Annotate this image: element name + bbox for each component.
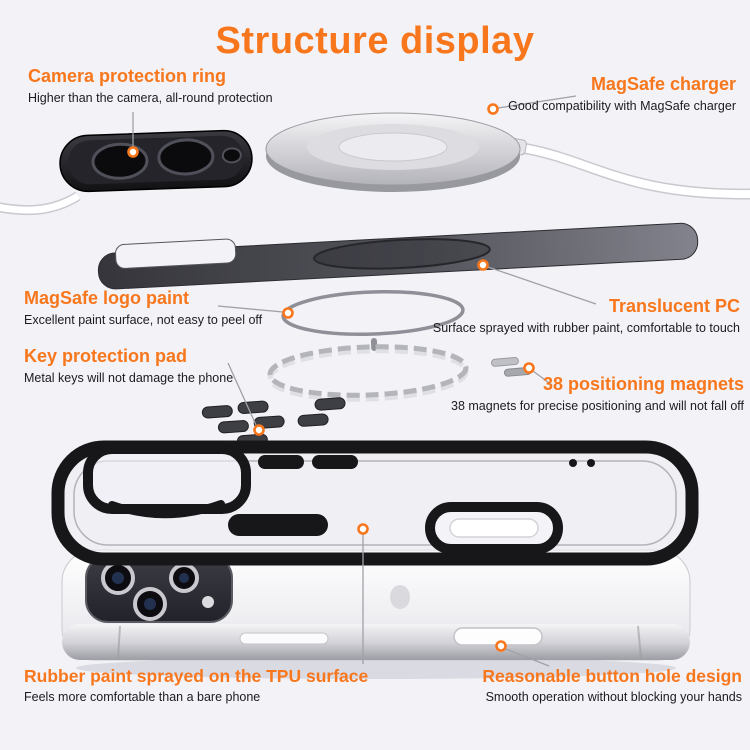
phone-frame-edge xyxy=(62,624,690,660)
camera-lens-hole xyxy=(91,142,149,180)
positioning-magnets-title: 38 positioning magnets xyxy=(542,374,744,394)
callout-positioning-magnets: 38 positioning magnets 38 magnets for pr… xyxy=(451,374,744,414)
page-title: Structure display xyxy=(215,20,535,62)
magnet-ring-graphic xyxy=(267,344,469,402)
camera-ring-graphic xyxy=(59,129,253,193)
translucent-pc-desc: Surface sprayed with rubber paint, comfo… xyxy=(432,320,740,335)
key-protection-pad-desc: Metal keys will not damage the phone xyxy=(24,370,234,385)
magsafe-charger-graphic xyxy=(265,112,521,192)
button-hole-design-desc: Smooth operation without blocking your h… xyxy=(485,690,742,705)
apple-logo xyxy=(390,585,410,609)
callout-magsafe-logo-paint: MagSafe logo paint Excellent paint surfa… xyxy=(24,288,262,328)
callout-lines xyxy=(132,95,597,667)
callout-button-hole-design: Reasonable button hole design Smooth ope… xyxy=(482,666,742,706)
tpu-surface-desc: Feels more comfortable than a bare phone xyxy=(24,690,261,705)
camera-protection-ring-title: Camera protection ring xyxy=(28,66,227,86)
phone-camera-lens xyxy=(101,561,214,621)
callout-translucent-pc: Translucent PC Surface sprayed with rubb… xyxy=(433,296,740,336)
button-hole-design-title: Reasonable button hole design xyxy=(482,666,742,686)
translucent-pc-graphic xyxy=(97,222,699,290)
case-volume-opening xyxy=(228,514,328,536)
magsafe-logo-ring-graphic xyxy=(281,290,465,351)
charger-cable-graphic xyxy=(0,137,750,216)
callout-magsafe-charger: MagSafe charger Good compatibility with … xyxy=(508,74,736,114)
key-protection-pad-title: Key protection pad xyxy=(24,346,188,366)
camera-protection-ring-desc: Higher than the camera, all-round protec… xyxy=(28,90,273,105)
callout-key-protection-pad: Key protection pad Metal keys will not d… xyxy=(24,346,233,386)
plate-camera-cutout xyxy=(115,238,237,269)
positioning-magnets-desc: 38 magnets for precise positioning and w… xyxy=(451,398,744,413)
magsafe-logo-paint-title: MagSafe logo paint xyxy=(24,288,190,308)
magsafe-charger-title: MagSafe charger xyxy=(590,74,736,94)
callout-camera-protection-ring: Camera protection ring Higher than the c… xyxy=(28,66,273,106)
magsafe-logo-paint-desc: Excellent paint surface, not easy to pee… xyxy=(24,312,263,327)
magsafe-charger-desc: Good compatibility with MagSafe charger xyxy=(508,98,736,113)
camera-lens-hole xyxy=(157,138,215,176)
case-camera-cutout xyxy=(83,444,251,514)
translucent-pc-title: Translucent PC xyxy=(608,296,740,316)
callout-tpu-surface: Rubber paint sprayed on the TPU surface … xyxy=(24,666,368,706)
phone-graphic xyxy=(61,549,691,679)
tpu-surface-title: Rubber paint sprayed on the TPU surface xyxy=(24,666,369,686)
callout-dots xyxy=(127,103,535,652)
case-frame-graphic xyxy=(51,440,699,566)
